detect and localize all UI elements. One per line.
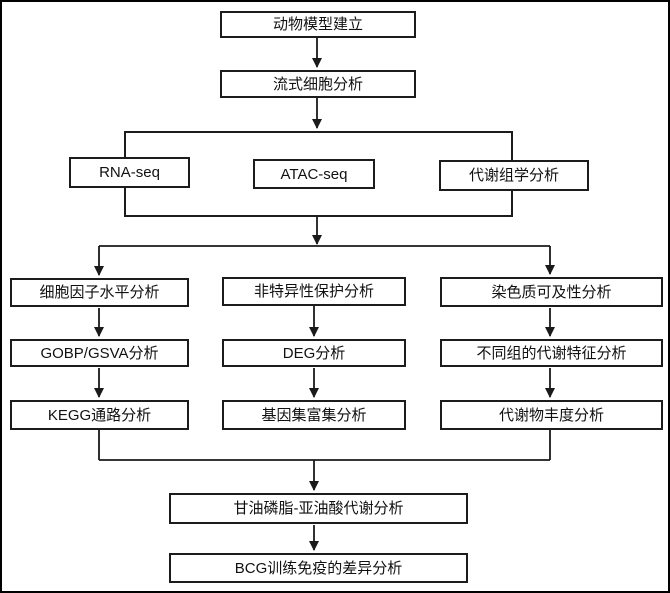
node-bcg-trained-immunity: BCG训练免疫的差异分析 [169, 553, 468, 583]
node-metabolomics: 代谢组学分析 [439, 160, 589, 191]
node-atac-seq: ATAC-seq [253, 159, 375, 189]
node-group-metabolic-features: 不同组的代谢特征分析 [440, 339, 663, 367]
node-flow-cytometry: 流式细胞分析 [220, 70, 416, 98]
node-gene-set-enrichment: 基因集富集分析 [222, 400, 406, 430]
node-deg: DEG分析 [222, 339, 406, 367]
node-rna-seq: RNA-seq [69, 157, 190, 188]
node-glycerophospholipid-linoleic: 甘油磷脂-亚油酸代谢分析 [169, 493, 468, 524]
node-cytokine-level: 细胞因子水平分析 [10, 278, 189, 307]
node-kegg-pathway: KEGG通路分析 [10, 400, 189, 430]
node-nonspecific-protection: 非特异性保护分析 [222, 277, 406, 306]
node-metabolite-abundance: 代谢物丰度分析 [440, 400, 663, 430]
node-animal-model: 动物模型建立 [220, 11, 416, 38]
node-chromatin-accessibility: 染色质可及性分析 [440, 277, 663, 307]
node-gobp-gsva: GOBP/GSVA分析 [10, 339, 189, 367]
